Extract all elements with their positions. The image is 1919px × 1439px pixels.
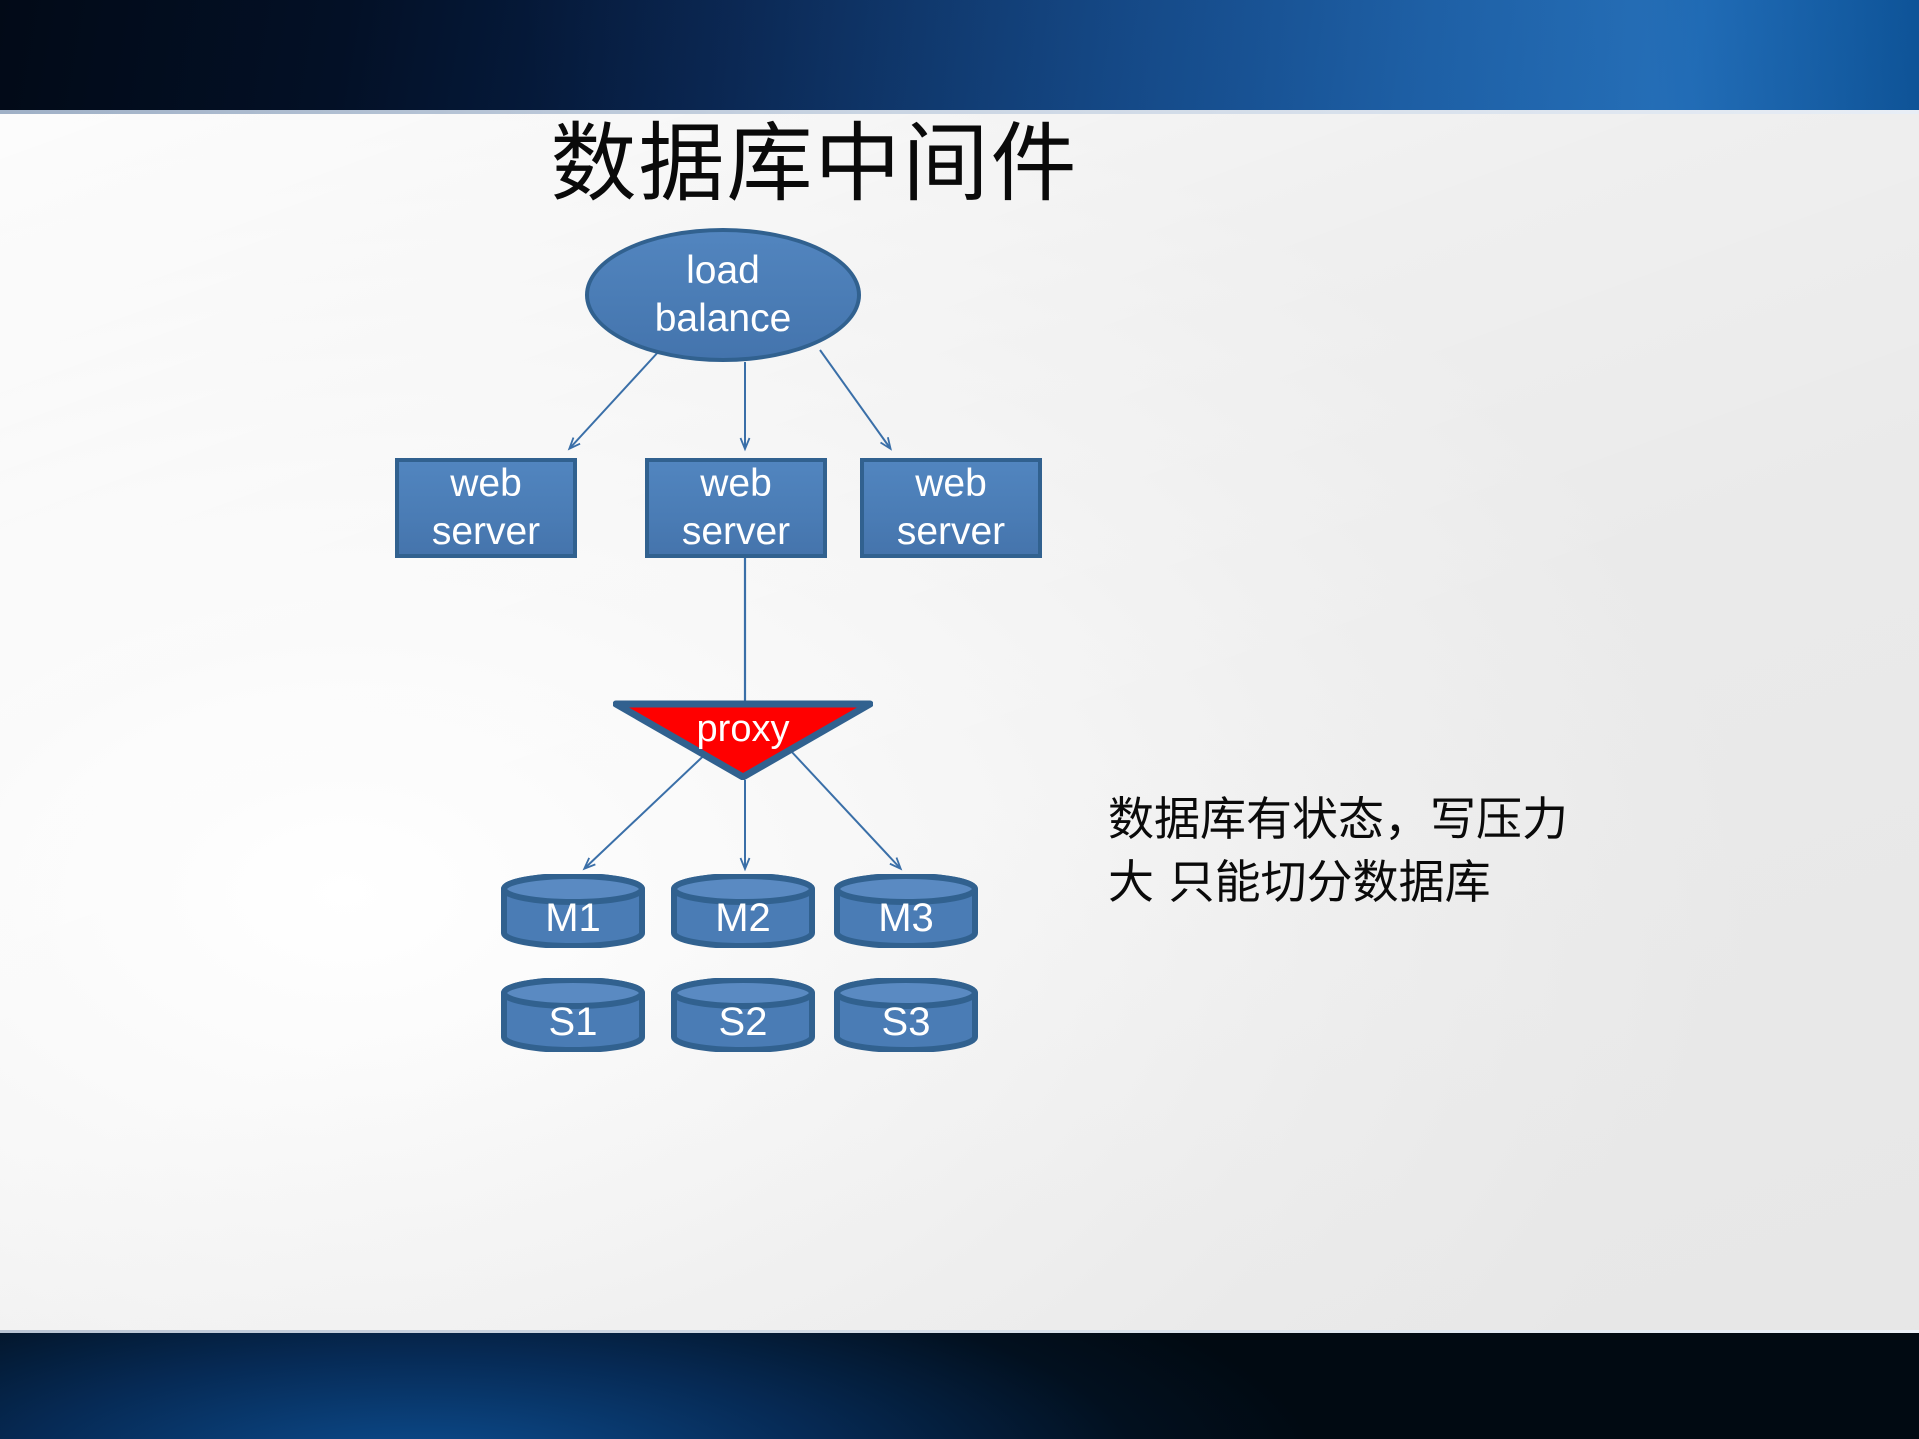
slide-top-band-edge: [0, 110, 1919, 114]
node-web-server-2-label: web server: [681, 462, 791, 553]
proxy-triangle-shape: [613, 700, 873, 780]
node-load-balancer-label: load balance: [654, 249, 792, 340]
node-load-balancer[interactable]: load balance: [585, 228, 861, 362]
slide-top-band: [0, 0, 1919, 113]
node-db-master-1[interactable]: M1: [500, 874, 646, 948]
node-db-master-2[interactable]: M2: [670, 874, 816, 948]
node-web-server-2[interactable]: web server: [645, 458, 827, 558]
node-db-master-3[interactable]: M3: [833, 874, 979, 948]
cylinder-shape: [501, 874, 645, 948]
node-db-slave-3[interactable]: S3: [833, 978, 979, 1052]
slide-bottom-band: [0, 1331, 1919, 1439]
cylinder-shape: [671, 978, 815, 1052]
cylinder-shape: [834, 978, 978, 1052]
cylinder-shape: [501, 978, 645, 1052]
node-web-server-1[interactable]: web server: [395, 458, 577, 558]
cylinder-shape: [671, 874, 815, 948]
node-web-server-3-label: web server: [896, 462, 1006, 553]
node-web-server-3[interactable]: web server: [860, 458, 1042, 558]
slide-title: 数据库中间件: [550, 114, 1079, 214]
node-proxy[interactable]: proxy: [613, 700, 873, 780]
slide-annotation-text: 数据库有状态，写压力 大 只能切分数据库: [1108, 792, 1568, 909]
node-db-slave-1[interactable]: S1: [500, 978, 646, 1052]
cylinder-shape: [834, 874, 978, 948]
slide-bottom-band-edge: [0, 1330, 1919, 1333]
node-db-slave-2[interactable]: S2: [670, 978, 816, 1052]
node-web-server-1-label: web server: [431, 462, 541, 553]
